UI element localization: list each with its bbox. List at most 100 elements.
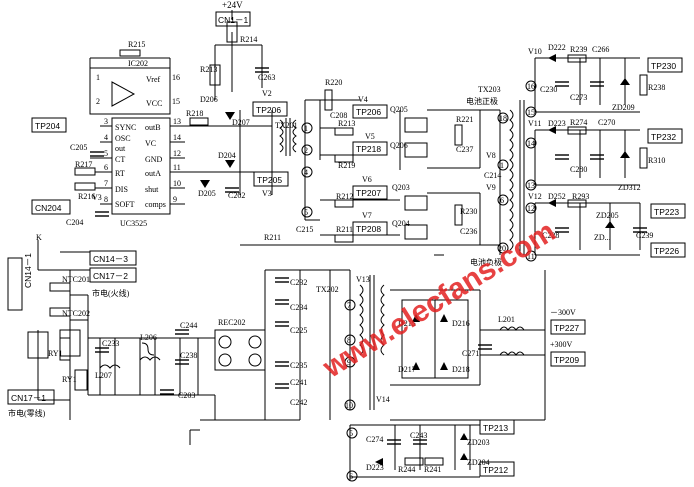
- v3-label: V3: [262, 189, 272, 198]
- tp209-label: TP209: [554, 355, 579, 365]
- cn17-2-label: CN17－2: [93, 271, 128, 281]
- q203-label: Q203: [392, 183, 410, 192]
- pin12-label: 12: [173, 149, 181, 158]
- vcc-label: VCC: [146, 99, 162, 108]
- zd204-label: ZD204: [467, 458, 490, 467]
- v14-label: V14: [376, 395, 390, 404]
- term5-label: 5: [304, 208, 308, 217]
- c228-label: C228: [542, 231, 559, 240]
- r239-label: R239: [570, 45, 587, 54]
- tp213-box: [479, 419, 515, 435]
- v-neg300-label: －300V: [550, 308, 576, 317]
- cn14-1-label: CN14－1: [23, 253, 33, 288]
- c244-label: C244: [180, 321, 197, 330]
- tx203-label: TX203: [478, 85, 501, 94]
- zd205-label: ZD205: [596, 211, 619, 220]
- c270-label: C270: [598, 118, 615, 127]
- c202-label: C202: [228, 191, 245, 200]
- v6-label: V6: [362, 175, 372, 184]
- tp227-box: [550, 319, 586, 335]
- q205-label: Q205: [390, 105, 408, 114]
- pin3-label: 3: [104, 117, 108, 126]
- t11-label: 11: [527, 252, 535, 261]
- c263-label: C263: [258, 73, 275, 82]
- v24-label: +24V: [222, 0, 243, 10]
- c243-label: C243: [410, 431, 427, 440]
- r214-label: R214: [240, 35, 257, 44]
- tp206b-box: [352, 104, 388, 119]
- tp226-label: TP226: [654, 246, 679, 256]
- t1-label: 1: [500, 161, 504, 170]
- tp227-label: TP227: [554, 323, 579, 333]
- r216-label: R216: [78, 192, 95, 201]
- cn204-box: [31, 199, 71, 215]
- ic-pin-vc: VC: [145, 139, 156, 148]
- r213-label: R213: [200, 65, 217, 74]
- r238-label: R238: [648, 83, 665, 92]
- pin11-label: 11: [173, 163, 181, 172]
- r219-label: R219: [338, 161, 355, 170]
- r211b-label: R211: [336, 225, 353, 234]
- r217-label: R217: [75, 160, 92, 169]
- cn1-label: CN1－1: [218, 15, 249, 25]
- ic-pin-outb: outB: [145, 123, 161, 132]
- c242-label: C242: [290, 398, 307, 407]
- ntc201-label: NTC201: [62, 275, 90, 284]
- c273-label: C273: [570, 93, 587, 102]
- cn14-1-box: [7, 257, 23, 311]
- d252-label: D252: [548, 192, 566, 201]
- tp207-box: [352, 185, 388, 200]
- r310-label: R310: [648, 156, 665, 165]
- tp206b-label: TP206: [356, 107, 381, 117]
- d207-label: D207: [232, 118, 250, 127]
- x8-label: 8: [347, 336, 351, 345]
- zd312-label: ZD312: [618, 183, 641, 192]
- t6-label: 6: [500, 196, 504, 205]
- d223-label: D223: [548, 119, 566, 128]
- zd209-label: ZD209: [612, 103, 635, 112]
- pin14-label: 14: [173, 133, 181, 142]
- c233-label: C233: [102, 339, 119, 348]
- tp232-box: [647, 128, 683, 144]
- tp208-box: [352, 221, 388, 236]
- pin6-label: 6: [104, 163, 108, 172]
- d216-label: D216: [452, 319, 470, 328]
- v12-label: V12: [528, 192, 542, 201]
- zdb-label: ZD...: [594, 233, 611, 242]
- t12-label: 12: [527, 204, 535, 213]
- c239-label: C239: [636, 231, 653, 240]
- c208-label: C208: [330, 111, 347, 120]
- terminals: [218, 80, 537, 482]
- d223b-label: D223: [366, 463, 384, 472]
- r213b-label: R213: [338, 119, 355, 128]
- pin16-label: 16: [172, 73, 180, 82]
- pin5-label: 5: [104, 149, 108, 158]
- v5-label: V5: [365, 132, 375, 141]
- r241-label: R241: [424, 465, 441, 474]
- component-symbols: [49, 21, 648, 466]
- mains-neutral-label: 市电(零线): [8, 408, 46, 418]
- t16-label: 16: [527, 82, 535, 91]
- cn14-3-box: [89, 250, 137, 266]
- pin13-label: 13: [173, 117, 181, 126]
- zd203-label: ZD203: [467, 438, 490, 447]
- batt-pos-label: 电池正极: [466, 96, 498, 106]
- tx202-label: TX202: [316, 285, 339, 294]
- cn17-1-label: CN17－1: [11, 393, 46, 403]
- c235-label: C235: [290, 361, 307, 370]
- c280-label: C280: [570, 165, 587, 174]
- v11-label: V11: [528, 119, 541, 128]
- r244-label: R244: [398, 465, 415, 474]
- ic-pin-out: out: [115, 144, 126, 153]
- ry1b-label: RY1: [62, 375, 77, 384]
- pin8-label: 8: [104, 195, 108, 204]
- x6-label: 6: [349, 472, 353, 481]
- tp212-box: [479, 461, 515, 477]
- c271-label: C271: [462, 349, 479, 358]
- tp223-label: TP223: [654, 207, 679, 217]
- v10-label: V10: [528, 47, 542, 56]
- ic-pin-soft: SOFT: [115, 200, 135, 209]
- c215-label: C215: [296, 225, 313, 234]
- x10-label: 10: [345, 401, 353, 410]
